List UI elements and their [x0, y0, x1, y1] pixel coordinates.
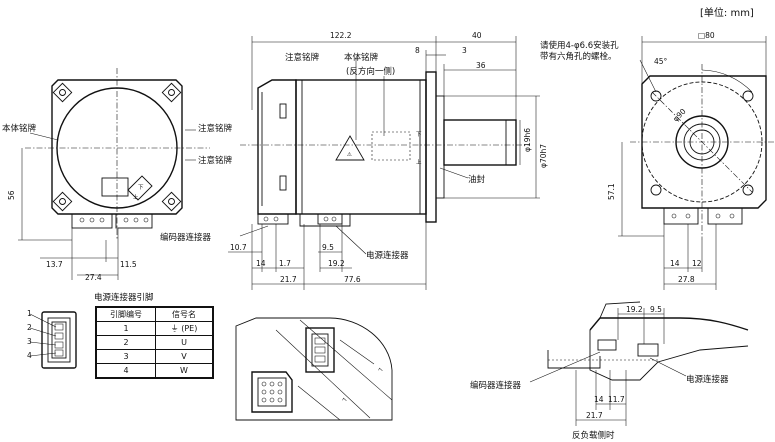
rear-label-non-load-side: 反负载侧时 [572, 430, 615, 441]
flange-view [618, 36, 775, 290]
table-row: 3 V [95, 349, 214, 364]
flange-dim-57-1: 57.1 [607, 183, 616, 200]
side-dim-spigot-dia: φ70h7 [539, 144, 548, 168]
rear-label-encoder-connector: 编码器连接器 [470, 380, 522, 391]
side-label-oil-seal: 油封 [468, 174, 486, 185]
flange-note-line2: 带有六角孔的螺栓。 [540, 51, 617, 62]
rear-dim-21-7: 21.7 [586, 411, 603, 420]
front-dim-3: 11.5 [120, 260, 137, 269]
side-label-encoder-connector: 编码器连接器 [160, 232, 212, 243]
signal-name: ⏚ (PE) [155, 321, 214, 336]
flange-note-line1: 请使用4-φ6.6安装孔 [540, 40, 619, 51]
side-dim-3: 3 [462, 46, 467, 55]
detail-dim-7-a: 7 [378, 367, 385, 373]
signal-name: U [155, 335, 214, 350]
flange-dim-27-8: 27.8 [678, 275, 695, 284]
pin-number: 4 [95, 363, 156, 379]
side-dim-9-5: 9.5 [322, 243, 334, 252]
flange-dim-square: □80 [698, 31, 715, 40]
side-dim-1-7: 1.7 [279, 259, 291, 268]
rear-dim-19-2: 19.2 [626, 305, 643, 314]
rear-dim-9-5: 9.5 [650, 305, 662, 314]
pin-number: 1 [95, 321, 156, 336]
table-row: 1 ⏚ (PE) [95, 321, 214, 336]
signal-name: V [155, 349, 214, 364]
flange-dim-angle: 45° [654, 57, 668, 66]
table-row: 4 W [95, 363, 214, 379]
pin-label-2: 2 [27, 323, 32, 332]
side-dim-8: 8 [415, 46, 420, 55]
connector-detail-view [235, 317, 393, 421]
flange-dim-12: 12 [692, 259, 702, 268]
side-dim-40: 40 [472, 31, 482, 40]
pin-table-header-row: 引脚编号 信号名 [95, 306, 214, 322]
pin-label-4: 4 [27, 351, 32, 360]
pin-label-1: 1 [27, 309, 32, 318]
table-row: 2 U [95, 335, 214, 350]
front-view: 下 上 [18, 68, 210, 280]
pin-table-title: 电源连接器引脚 [94, 292, 154, 303]
signal-name: W [155, 363, 214, 379]
front-dim-1: 13.7 [46, 260, 63, 269]
svg-text:⚠: ⚠ [347, 152, 352, 158]
side-label-power-connector: 电源连接器 [366, 250, 409, 261]
svg-text:上: 上 [133, 193, 139, 201]
power-connector-pin-icon [29, 311, 77, 369]
pin-number: 3 [95, 349, 156, 364]
front-label-caution-1: 注意铭牌 [198, 123, 233, 134]
pin-number: 2 [95, 335, 156, 350]
side-dim-shaft-dia: φ19h6 [523, 128, 532, 152]
front-label-body-plate: 本体铭牌 [2, 123, 37, 134]
pin-table: 引脚编号 信号名 1 ⏚ (PE) 2 U 3 V 4 W [95, 306, 214, 379]
rear-dim-14: 14 [594, 395, 604, 404]
side-label-caution: 注意铭牌 [285, 52, 320, 63]
side-dim-length: 122.2 [330, 31, 352, 40]
side-view: ⚠ 下 上 [228, 36, 540, 290]
svg-text:下: 下 [416, 131, 422, 138]
side-dim-36: 36 [476, 61, 486, 70]
side-dim-10-7: 10.7 [230, 243, 247, 252]
pin-label-3: 3 [27, 337, 32, 346]
front-dim-2: 27.4 [85, 273, 102, 282]
flange-dim-pcd: φ90 [671, 107, 688, 124]
flange-dim-14: 14 [670, 259, 680, 268]
side-dim-77-6: 77.6 [344, 275, 361, 284]
pin-table-header-signal: 信号名 [155, 306, 214, 322]
front-label-caution-2: 注意铭牌 [198, 155, 233, 166]
side-dim-19-2: 19.2 [328, 259, 345, 268]
side-label-opposite-side: (反方向一侧) [346, 66, 395, 77]
rear-dim-11-7: 11.7 [608, 395, 625, 404]
detail-dim-7-b: 7 [342, 397, 349, 403]
side-label-body-plate: 本体铭牌 [344, 52, 379, 63]
rear-detail-view [529, 301, 749, 426]
side-dim-21-7: 21.7 [280, 275, 297, 284]
side-dim-14: 14 [256, 259, 266, 268]
unit-label: [单位: mm] [700, 8, 754, 19]
rear-label-power-connector: 电源连接器 [686, 374, 729, 385]
pin-table-header-pin: 引脚编号 [95, 306, 156, 322]
svg-text:上: 上 [416, 158, 422, 166]
svg-text:下: 下 [138, 184, 144, 191]
front-dim-height: 56 [7, 190, 16, 200]
